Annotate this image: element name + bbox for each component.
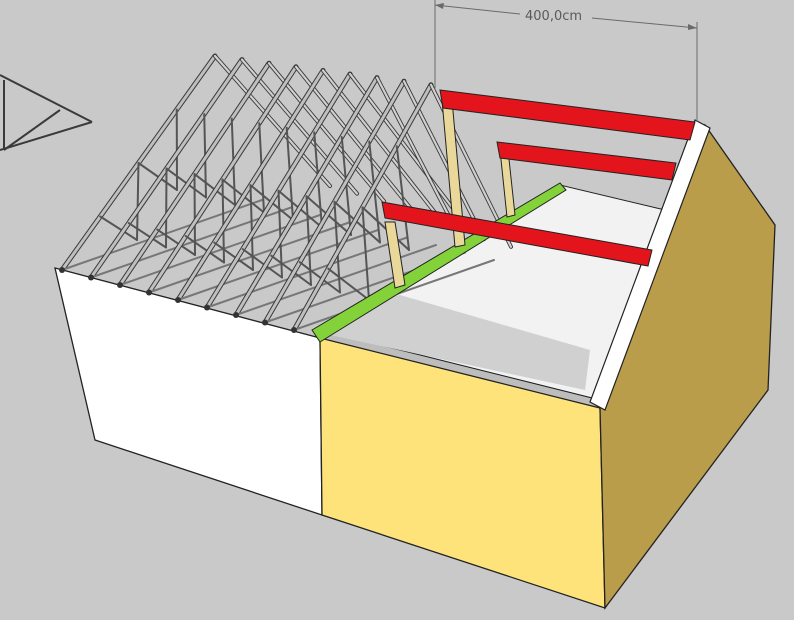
dimension-annotation: 400,0cm bbox=[434, 0, 698, 122]
yellow-gable-side bbox=[599, 123, 776, 610]
partial-truss-icon bbox=[0, 74, 93, 151]
roof-truss-array bbox=[59, 53, 513, 333]
red-beam-bottom bbox=[381, 201, 653, 267]
dimension-label: 400,0cm bbox=[525, 9, 582, 24]
red-beam-top bbox=[439, 89, 696, 141]
wood-post-1 bbox=[384, 221, 406, 289]
white-wall-front bbox=[54, 267, 323, 516]
roof-truss bbox=[204, 71, 467, 311]
floor-shadow-inner bbox=[330, 295, 590, 390]
gable-rafter bbox=[589, 119, 711, 411]
red-beam-middle bbox=[496, 141, 677, 181]
roof-truss bbox=[117, 60, 386, 288]
